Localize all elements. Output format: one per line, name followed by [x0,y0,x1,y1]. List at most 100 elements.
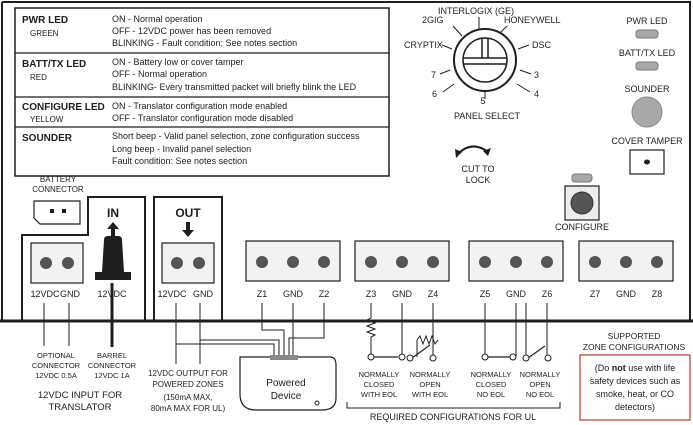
config-no-noeol: NORMALLY [520,370,561,379]
switch-contact [544,354,552,362]
terminal-screw[interactable] [479,256,491,268]
barrel-connector-line: CONNECTOR [88,361,137,370]
label-interlogix: INTERLOGIX (GE) [438,6,514,16]
terminal-screw[interactable] [171,257,183,269]
wire [200,339,280,357]
terminal-label: Z3 [366,289,377,299]
input-label-line: TRANSLATOR [49,402,112,413]
label-2gig: 2GIG [422,15,444,25]
configure-led [571,173,593,183]
battery-pin [50,209,54,213]
led-desc: OFF - Translator configuration mode disa… [112,113,293,123]
led-name-pwr: PWR LED [22,15,68,26]
output-outline [153,196,223,322]
barrel-connector-line: 12VDC 1A [94,371,129,380]
out-label: OUT [175,206,201,220]
config-nc-eol: WITH EOL [361,390,397,399]
arc-arrowhead [455,149,462,158]
optional-connector-line: OPTIONAL [37,351,75,360]
terminal-screw[interactable] [40,257,52,269]
lower-wiring [43,283,561,411]
eol-resistor-wire [365,303,377,357]
sounder-label: SOUNDER [624,84,670,94]
battery-connector-line2: CONNECTOR [32,185,84,194]
battery-connector-line1: BATTERY [40,175,77,184]
terminal-screw[interactable] [620,256,632,268]
terminal-screw[interactable] [193,257,205,269]
cover-tamper-switch[interactable] [629,149,665,175]
supported-line: SUPPORTED [608,331,661,341]
sounder-circle [631,96,663,128]
switch-contact [398,353,406,361]
led-name-configure: CONFIGURE LED [22,102,105,113]
led-table-border [14,7,390,177]
output-label-line: 80mA MAX FOR UL) [151,404,226,413]
switch-contact [509,353,517,361]
optional-connector-line: 12VDC 0.5A [35,371,77,380]
terminal-label: Z5 [480,289,491,299]
terminal-screw[interactable] [427,256,439,268]
config-nc-noeol: NORMALLY [471,370,512,379]
config-no-eol: NORMALLY [410,370,451,379]
terminal-screw[interactable] [256,256,268,268]
tick-mark [441,44,453,50]
led-desc: ON - Battery low or cover tamper [112,57,244,67]
panel-select-title: PANEL SELECT [454,111,521,121]
config-nc-eol: NORMALLY [359,370,400,379]
led-desc: BLINKING - Fault condition: See notes se… [112,38,297,48]
warning-line: smoke, heat, or CO [596,389,674,399]
label-4: 4 [534,89,539,99]
led-desc: Fault condition: See notes section [112,156,247,166]
led-desc: OFF - Normal operation [112,69,207,79]
arc-arrowhead [483,148,491,156]
terminal-label: 12VDC [157,289,187,299]
cut-to-lock-line2: LOCK [466,175,491,185]
zone-blocks: Z1 GND Z2 Z3 GND Z4 Z5 GND Z6 Z7 GND Z8 [245,240,674,299]
out-arrow [182,222,194,237]
terminal-screw[interactable] [589,256,601,268]
led-desc: OFF - 12VDC power has been removed [112,26,271,36]
panel-select-switch: INTERLOGIX (GE) 2GIG HONEYWELL CRYPTIX D… [404,6,561,121]
led-desc: Long beep - Invalid panel selection [112,144,251,154]
tamper-dot [644,159,650,165]
terminal-label: GND [392,289,413,299]
warning-box [579,354,691,421]
label-3: 3 [534,70,539,80]
ul-bracket [346,402,561,409]
device-connector [270,355,298,360]
terminal-screw[interactable] [510,256,522,268]
in-arrow [107,222,119,237]
wire [288,303,325,357]
terminal-screw[interactable] [365,256,377,268]
powered-device-line: Powered [266,378,305,389]
terminal-label: GND [616,289,637,299]
lower-labels: OPTIONAL CONNECTOR 12VDC 0.5A BARREL CON… [32,331,691,422]
board-outline [1,1,691,320]
terminal-screw[interactable] [318,256,330,268]
configure-button[interactable] [570,191,594,215]
pwr-led [635,29,659,39]
barrel-jack[interactable] [102,236,124,272]
pwr-led-label: PWR LED [626,16,668,26]
terminal-label: Z6 [542,289,553,299]
cut-to-lock: CUT TO LOCK [455,145,495,185]
terminal-screw[interactable] [651,256,663,268]
config-nc-noeol: CLOSED [476,380,507,389]
tick-mark [519,69,532,75]
led-desc: Short beep - Valid panel selection, zone… [112,131,360,141]
led-color-pwr: GREEN [30,29,59,38]
terminal-screw[interactable] [396,256,408,268]
output-label-line: POWERED ZONES [152,380,223,389]
input-outline [21,196,146,321]
supported-line: ZONE CONFIGURATIONS [583,342,686,352]
config-no-eol: WITH EOL [412,390,448,399]
terminal-screw[interactable] [541,256,553,268]
terminal-screw[interactable] [62,257,74,269]
terminal-screw[interactable] [287,256,299,268]
cut-to-lock-arc [457,145,489,155]
device-indicator [314,400,320,406]
switch-contact [522,354,530,362]
led-color-configure: YELLOW [30,115,64,124]
